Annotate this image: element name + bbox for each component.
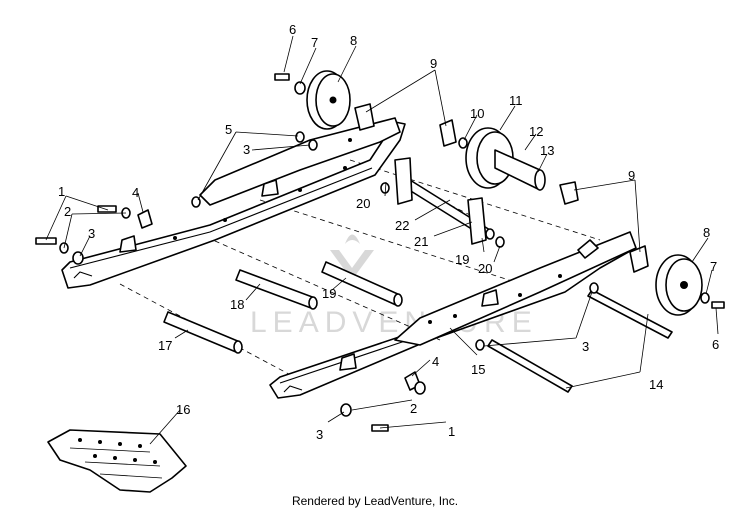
slide-plate (47, 429, 187, 493)
callout-4-upper: 4 (132, 185, 139, 200)
callout-2-upper: 2 (64, 204, 71, 219)
callout-6-right: 6 (712, 337, 719, 352)
callout-10: 10 (470, 106, 484, 121)
upper-idler-wheel (274, 70, 375, 131)
cross-tubes (163, 261, 403, 354)
callout-7-upper: 7 (311, 35, 318, 50)
leader-lines (45, 35, 719, 445)
callout-19-axle: 19 (455, 252, 469, 267)
callout-1-lower: 1 (448, 424, 455, 439)
callout-17: 17 (158, 338, 172, 353)
callout-4-lower: 4 (432, 354, 439, 369)
rear-idler-wheel (439, 119, 546, 191)
callout-22: 22 (395, 218, 409, 233)
footer-credit: Rendered by LeadVenture, Inc. (291, 494, 459, 508)
callout-1-upper: 1 (58, 184, 65, 199)
callout-2-lower: 2 (410, 401, 417, 416)
callout-3-upper: 3 (243, 142, 250, 157)
callout-6-upper: 6 (289, 22, 296, 37)
callout-20-upper: 20 (356, 196, 370, 211)
callout-3-right: 3 (582, 339, 589, 354)
left-rail (61, 117, 406, 289)
callout-19-tube: 19 (322, 286, 336, 301)
callout-8-right: 8 (703, 225, 710, 240)
callout-9-right: 9 (628, 168, 635, 183)
callout-11: 11 (509, 93, 523, 108)
callout-12: 12 (529, 124, 543, 139)
callout-3-lower: 3 (316, 427, 323, 442)
right-idler-wheel (559, 181, 725, 316)
callout-13: 13 (540, 143, 554, 158)
callout-21: 21 (414, 234, 428, 249)
callout-20-lower: 20 (478, 261, 492, 276)
callout-18: 18 (230, 297, 244, 312)
callout-14: 14 (649, 377, 663, 392)
callout-5: 5 (225, 122, 232, 137)
assembly-lines (119, 159, 601, 381)
callout-7-right: 7 (710, 259, 717, 274)
callout-9-upper: 9 (430, 56, 437, 71)
rod (487, 289, 673, 393)
callout-3-left: 3 (88, 226, 95, 241)
callout-16: 16 (176, 402, 190, 417)
callout-15: 15 (471, 362, 485, 377)
callout-8-upper: 8 (350, 33, 357, 48)
right-rail (269, 231, 637, 399)
callout-labels: 1 2 3 4 5 3 6 7 8 9 10 11 12 13 9 8 7 6 … (58, 22, 719, 442)
